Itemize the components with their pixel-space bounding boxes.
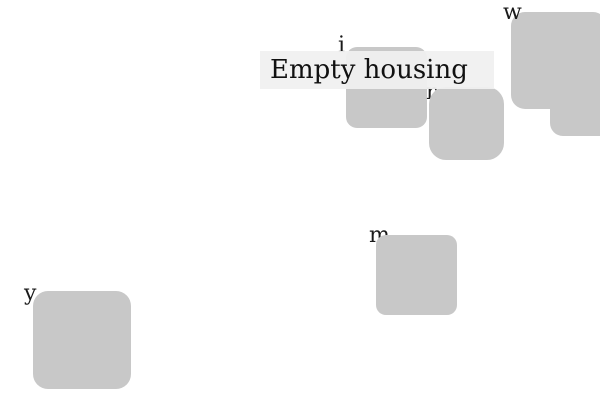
tile-r-label: r: [426, 80, 437, 105]
tile-w-label: w: [503, 0, 522, 25]
tile-y[interactable]: [33, 291, 131, 389]
tile-w[interactable]: [511, 12, 600, 109]
tile-m[interactable]: [376, 235, 457, 315]
hover-tooltip: Empty housing: [260, 51, 494, 89]
tooltip-text: Empty housing: [270, 55, 468, 85]
tile-i-label: i: [338, 33, 346, 58]
tile-r[interactable]: [429, 87, 504, 160]
